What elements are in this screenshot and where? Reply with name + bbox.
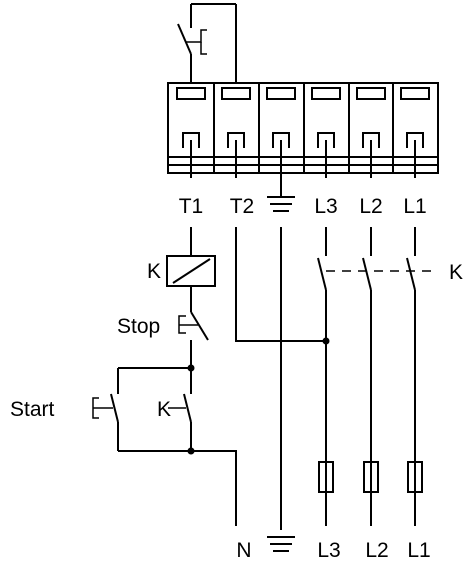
aux-contact: K	[157, 368, 192, 451]
terminal-label-l3: L3	[314, 195, 337, 218]
terminal-label-t1: T1	[179, 195, 204, 218]
junction-dot	[187, 364, 195, 372]
supply-label-n: N	[236, 539, 251, 562]
stop-button: Stop	[117, 311, 209, 368]
aux-contact-label: K	[157, 398, 171, 421]
ground-icon	[267, 178, 295, 212]
terminal-label-t2: T2	[230, 195, 255, 218]
thermostat-switch	[177, 3, 237, 83]
terminal-slots	[176, 87, 430, 100]
contactor-coil: K	[147, 227, 216, 312]
start-button: Start	[10, 367, 191, 452]
terminal-screws	[182, 132, 424, 148]
supply-labels: N L3 L2 L1	[236, 539, 430, 562]
fuses	[318, 461, 423, 526]
terminal-label-l2: L2	[359, 195, 382, 218]
terminal-block	[167, 82, 439, 174]
coil-label: K	[147, 260, 161, 283]
ground-icon	[267, 536, 295, 552]
main-contactor: K	[317, 227, 463, 462]
supply-label-l1: L1	[407, 539, 430, 562]
supply-label-l2: L2	[365, 539, 388, 562]
terminal-label-l1: L1	[403, 195, 426, 218]
terminal-labels: T1 T2 L3 L2 L1	[179, 195, 427, 218]
stop-label: Stop	[117, 315, 160, 338]
contactor-label: K	[449, 261, 463, 284]
supply-label-l3: L3	[317, 539, 340, 562]
start-label: Start	[10, 398, 55, 421]
